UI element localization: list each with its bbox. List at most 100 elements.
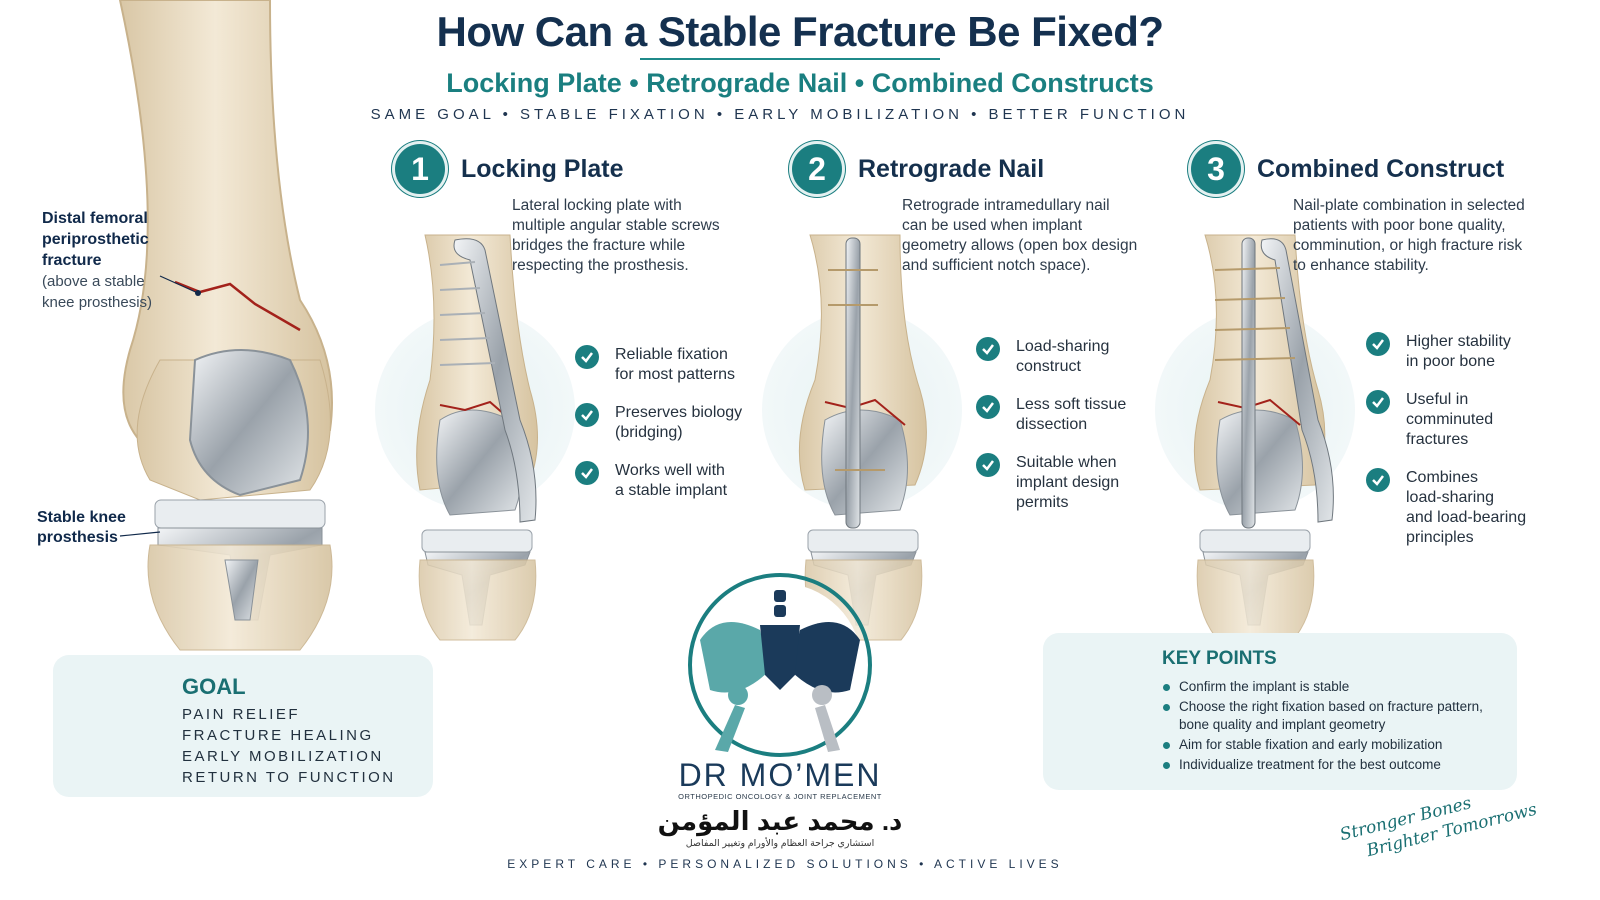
brand-arabic-subtitle: استشاري جراحة العظام والأورام وتغيير الم… bbox=[685, 838, 875, 849]
benefit-text: Reliable fixation bbox=[615, 346, 728, 363]
footer-tagline: EXPERT CARE • PERSONALIZED SOLUTIONS • A… bbox=[507, 857, 1063, 871]
bullet-dot bbox=[1163, 742, 1170, 749]
goal-item: EARLY MOBILIZATION bbox=[182, 748, 384, 765]
option-title: Retrograde Nail bbox=[858, 154, 1045, 183]
benefit-text: Works well with bbox=[615, 462, 725, 479]
option-1-description: Lateral locking plate with multiple angu… bbox=[512, 196, 720, 276]
goal-item: PAIN RELIEF bbox=[182, 706, 301, 723]
description-line: to enhance stability. bbox=[1293, 257, 1429, 274]
option-3-benefits: Higher stability in poor bone Useful in co… bbox=[1366, 332, 1526, 566]
key-point-item: Choose the right fixation based on fract… bbox=[1163, 698, 1508, 734]
benefit-item: Suitable when implant design permits bbox=[976, 453, 1126, 513]
page-title: How Can a Stable Fracture Be Fixed? bbox=[436, 8, 1164, 55]
description-line: patients with poor bone quality, bbox=[1293, 217, 1506, 234]
bullet-dot bbox=[1163, 704, 1170, 711]
description-line: geometry allows (open box design bbox=[902, 237, 1138, 254]
benefit-item: Preserves biology (bridging) bbox=[575, 403, 742, 443]
benefit-item: Reliable fixation for most patterns bbox=[575, 345, 742, 385]
benefit-item: Combines load-sharing and load-bearing prin… bbox=[1366, 468, 1526, 548]
pelvis-logo-icon bbox=[688, 573, 872, 757]
benefit-item: Useful in comminuted fractures bbox=[1366, 390, 1526, 450]
goal-item: RETURN TO FUNCTION bbox=[182, 769, 396, 786]
benefit-text: Useful in bbox=[1406, 391, 1469, 408]
benefit-text: fractures bbox=[1406, 431, 1469, 448]
brand-name: DR MO’MEN bbox=[678, 757, 882, 793]
option-number-badge: 3 bbox=[1191, 144, 1241, 194]
key-points-panel bbox=[1043, 633, 1517, 790]
check-icon bbox=[976, 453, 1000, 477]
benefit-item: Works well with a stable implant bbox=[575, 461, 742, 501]
benefit-text: in poor bone bbox=[1406, 353, 1495, 370]
description-line: multiple angular stable screws bbox=[512, 217, 720, 234]
benefit-text: Higher stability bbox=[1406, 333, 1511, 350]
page-tagline: SAME GOAL • STABLE FIXATION • EARLY MOBI… bbox=[370, 106, 1190, 123]
goal-item: FRACTURE HEALING bbox=[182, 727, 374, 744]
key-point-item: Individualize treatment for the best out… bbox=[1163, 756, 1508, 774]
page-subtitle: Locking Plate • Retrograde Nail • Combin… bbox=[446, 68, 1154, 98]
check-icon bbox=[575, 345, 599, 369]
fracture-label-note: (above a stable bbox=[42, 273, 145, 290]
benefit-text: Combines bbox=[1406, 469, 1479, 486]
goal-panel bbox=[53, 655, 433, 797]
benefit-text: Load-sharing bbox=[1016, 338, 1110, 355]
prosthesis-callout: Stable knee prosthesis bbox=[37, 508, 126, 548]
key-point-item: Aim for stable fixation and early mobili… bbox=[1163, 736, 1508, 754]
description-line: Retrograde intramedullary nail bbox=[902, 197, 1110, 214]
description-line: Nail-plate combination in selected bbox=[1293, 197, 1525, 214]
benefit-text: comminuted bbox=[1406, 411, 1494, 428]
description-line: comminution, or high fracture risk bbox=[1293, 237, 1523, 254]
fracture-label-note: knee prosthesis) bbox=[42, 294, 153, 311]
bullet-dot bbox=[1163, 762, 1170, 769]
option-2-header: 2 Retrograde Nail bbox=[792, 144, 1044, 194]
combined-construct-illustration bbox=[1193, 234, 1334, 641]
brand-arabic-name: د. محمد عبد المؤمن bbox=[657, 806, 903, 836]
benefit-text: load-sharing bbox=[1406, 489, 1495, 506]
brand-subtitle: ORTHOPEDIC ONCOLOGY & JOINT REPLACEMENT bbox=[678, 792, 882, 801]
description-line: respecting the prosthesis. bbox=[512, 257, 689, 274]
check-icon bbox=[1366, 332, 1390, 356]
benefit-text: a stable implant bbox=[615, 482, 728, 499]
option-3-description: Nail-plate combination in selected patie… bbox=[1293, 196, 1525, 276]
key-point-text: Choose the right fixation based on fract… bbox=[1179, 699, 1483, 732]
description-line: and sufficient notch space). bbox=[902, 257, 1091, 274]
benefit-text: and load-bearing bbox=[1406, 509, 1527, 526]
benefit-text: for most patterns bbox=[615, 366, 736, 383]
title-underline bbox=[640, 58, 940, 60]
option-number-badge: 1 bbox=[395, 144, 445, 194]
check-icon bbox=[1366, 468, 1390, 492]
prosthesis-label-line: Stable knee bbox=[37, 509, 126, 526]
option-1-benefits: Reliable fixation for most patterns Prese… bbox=[575, 345, 742, 519]
key-point-text: Confirm the implant is stable bbox=[1179, 679, 1350, 694]
benefit-text: (bridging) bbox=[615, 424, 683, 441]
description-line: can be used when implant bbox=[902, 217, 1083, 234]
option-number-badge: 2 bbox=[792, 144, 842, 194]
benefit-text: Preserves biology bbox=[615, 404, 743, 421]
key-point-text: Individualize treatment for the best out… bbox=[1179, 757, 1441, 772]
benefit-text: permits bbox=[1016, 494, 1069, 511]
main-knee-illustration bbox=[118, 0, 333, 651]
benefit-text: dissection bbox=[1016, 416, 1088, 433]
retrograde-nail-illustration bbox=[798, 234, 927, 641]
key-point-text: Aim for stable fixation and early mobili… bbox=[1179, 737, 1443, 752]
description-line: Lateral locking plate with bbox=[512, 197, 682, 214]
key-points-list: Confirm the implant is stable Choose the… bbox=[1163, 678, 1508, 776]
option-2-description: Retrograde intramedullary nail can be us… bbox=[902, 196, 1137, 276]
option-title: Combined Construct bbox=[1257, 154, 1505, 183]
key-points-title: KEY POINTS bbox=[1162, 648, 1277, 669]
benefit-item: Higher stability in poor bone bbox=[1366, 332, 1526, 372]
locking-plate-illustration bbox=[416, 234, 538, 641]
prosthesis-label-line: prosthesis bbox=[37, 529, 118, 546]
fracture-label-line: periprosthetic bbox=[42, 231, 149, 248]
fracture-label-line: Distal femoral bbox=[42, 210, 148, 227]
check-icon bbox=[976, 395, 1000, 419]
check-icon bbox=[575, 461, 599, 485]
description-line: bridges the fracture while bbox=[512, 237, 686, 254]
benefit-text: principles bbox=[1406, 529, 1474, 546]
check-icon bbox=[575, 403, 599, 427]
benefit-text: Suitable when bbox=[1016, 454, 1117, 471]
check-icon bbox=[976, 337, 1000, 361]
benefit-text: implant design bbox=[1016, 474, 1120, 491]
